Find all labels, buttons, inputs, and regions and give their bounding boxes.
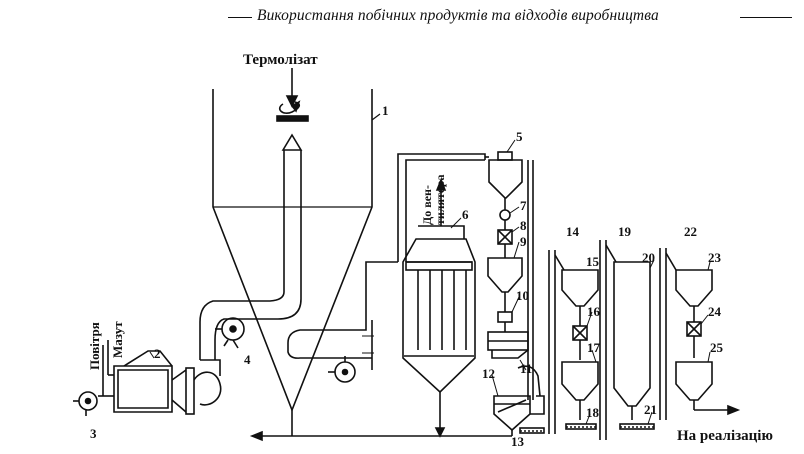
header-title: Використання побічних продуктів та відхо…	[257, 7, 659, 24]
label-num-5: 5	[516, 129, 523, 144]
mill-10	[487, 311, 529, 359]
label-num-9: 9	[520, 234, 527, 249]
label-num-6: 6	[462, 207, 469, 222]
hopper-15	[561, 269, 599, 326]
label-num-15: 15	[586, 254, 600, 269]
label-num-24: 24	[708, 304, 722, 319]
label-num-8: 8	[520, 218, 527, 233]
conveyor-21	[619, 423, 655, 430]
separator-12	[493, 395, 545, 432]
furnace-2	[98, 340, 222, 415]
label-num-14: 14	[566, 224, 580, 239]
conveyor-18	[565, 423, 597, 430]
label-num-2: 2	[154, 346, 161, 361]
label-for-sale: На реалізацію	[677, 428, 773, 444]
reactor-1	[212, 89, 381, 413]
label-num-12: 12	[482, 366, 495, 381]
label-num-21: 21	[644, 402, 657, 417]
sluice-16	[572, 325, 588, 360]
pneumatic-line	[397, 153, 489, 262]
elevator-bucket	[517, 160, 541, 400]
page-header: Використання побічних продуктів та відхо…	[0, 4, 804, 28]
bag-filter-6	[402, 177, 476, 438]
label-num-1: 1	[382, 103, 389, 118]
label-num-23: 23	[708, 250, 722, 265]
label-num-22: 22	[684, 224, 697, 239]
elevator-19	[599, 240, 617, 440]
label-to-fan-line2: тилятора	[433, 175, 447, 225]
label-num-3: 3	[90, 426, 97, 441]
elevator-14	[548, 250, 565, 434]
label-num-10: 10	[516, 288, 529, 303]
hot-gas-duct	[199, 133, 303, 360]
label-num-11: 11	[520, 361, 532, 376]
hopper-9	[487, 257, 523, 312]
label-num-4: 4	[244, 352, 251, 367]
label-num-25: 25	[710, 340, 724, 355]
hopper-23	[675, 269, 713, 322]
label-fuel-oil: Мазут	[110, 321, 125, 358]
exhaust-fan-icon	[328, 356, 356, 383]
fan-4-icon	[215, 317, 245, 349]
bottom-return-line	[249, 410, 513, 442]
label-num-7: 7	[520, 198, 527, 213]
header-rule-left	[228, 17, 252, 18]
product-outlet-arrow	[694, 404, 741, 416]
label-num-13: 13	[511, 434, 525, 449]
collector-5	[488, 151, 523, 221]
label-num-16: 16	[587, 304, 601, 319]
leader-lines	[149, 139, 711, 425]
label-num-20: 20	[642, 250, 655, 265]
conveyor-13	[519, 427, 545, 434]
label-num-18: 18	[586, 405, 600, 420]
label-to-fan-line1: До вен-	[420, 185, 434, 225]
exhaust-duct	[287, 261, 398, 370]
feed-inlet-arrow	[285, 68, 299, 108]
header-rule-right	[740, 17, 792, 18]
atomizer-icon	[276, 100, 309, 122]
blower-3-icon	[73, 391, 98, 416]
sluice-8	[497, 220, 513, 258]
label-air: Повітря	[87, 322, 102, 370]
sluice-24	[686, 321, 702, 358]
label-num-17: 17	[587, 340, 601, 355]
label-thermolysate: Термолізат	[243, 52, 318, 68]
hopper-17	[561, 361, 599, 420]
label-num-19: 19	[618, 224, 632, 239]
silo-20	[613, 261, 651, 420]
elevator-22	[659, 248, 677, 420]
hopper-25	[675, 361, 713, 410]
